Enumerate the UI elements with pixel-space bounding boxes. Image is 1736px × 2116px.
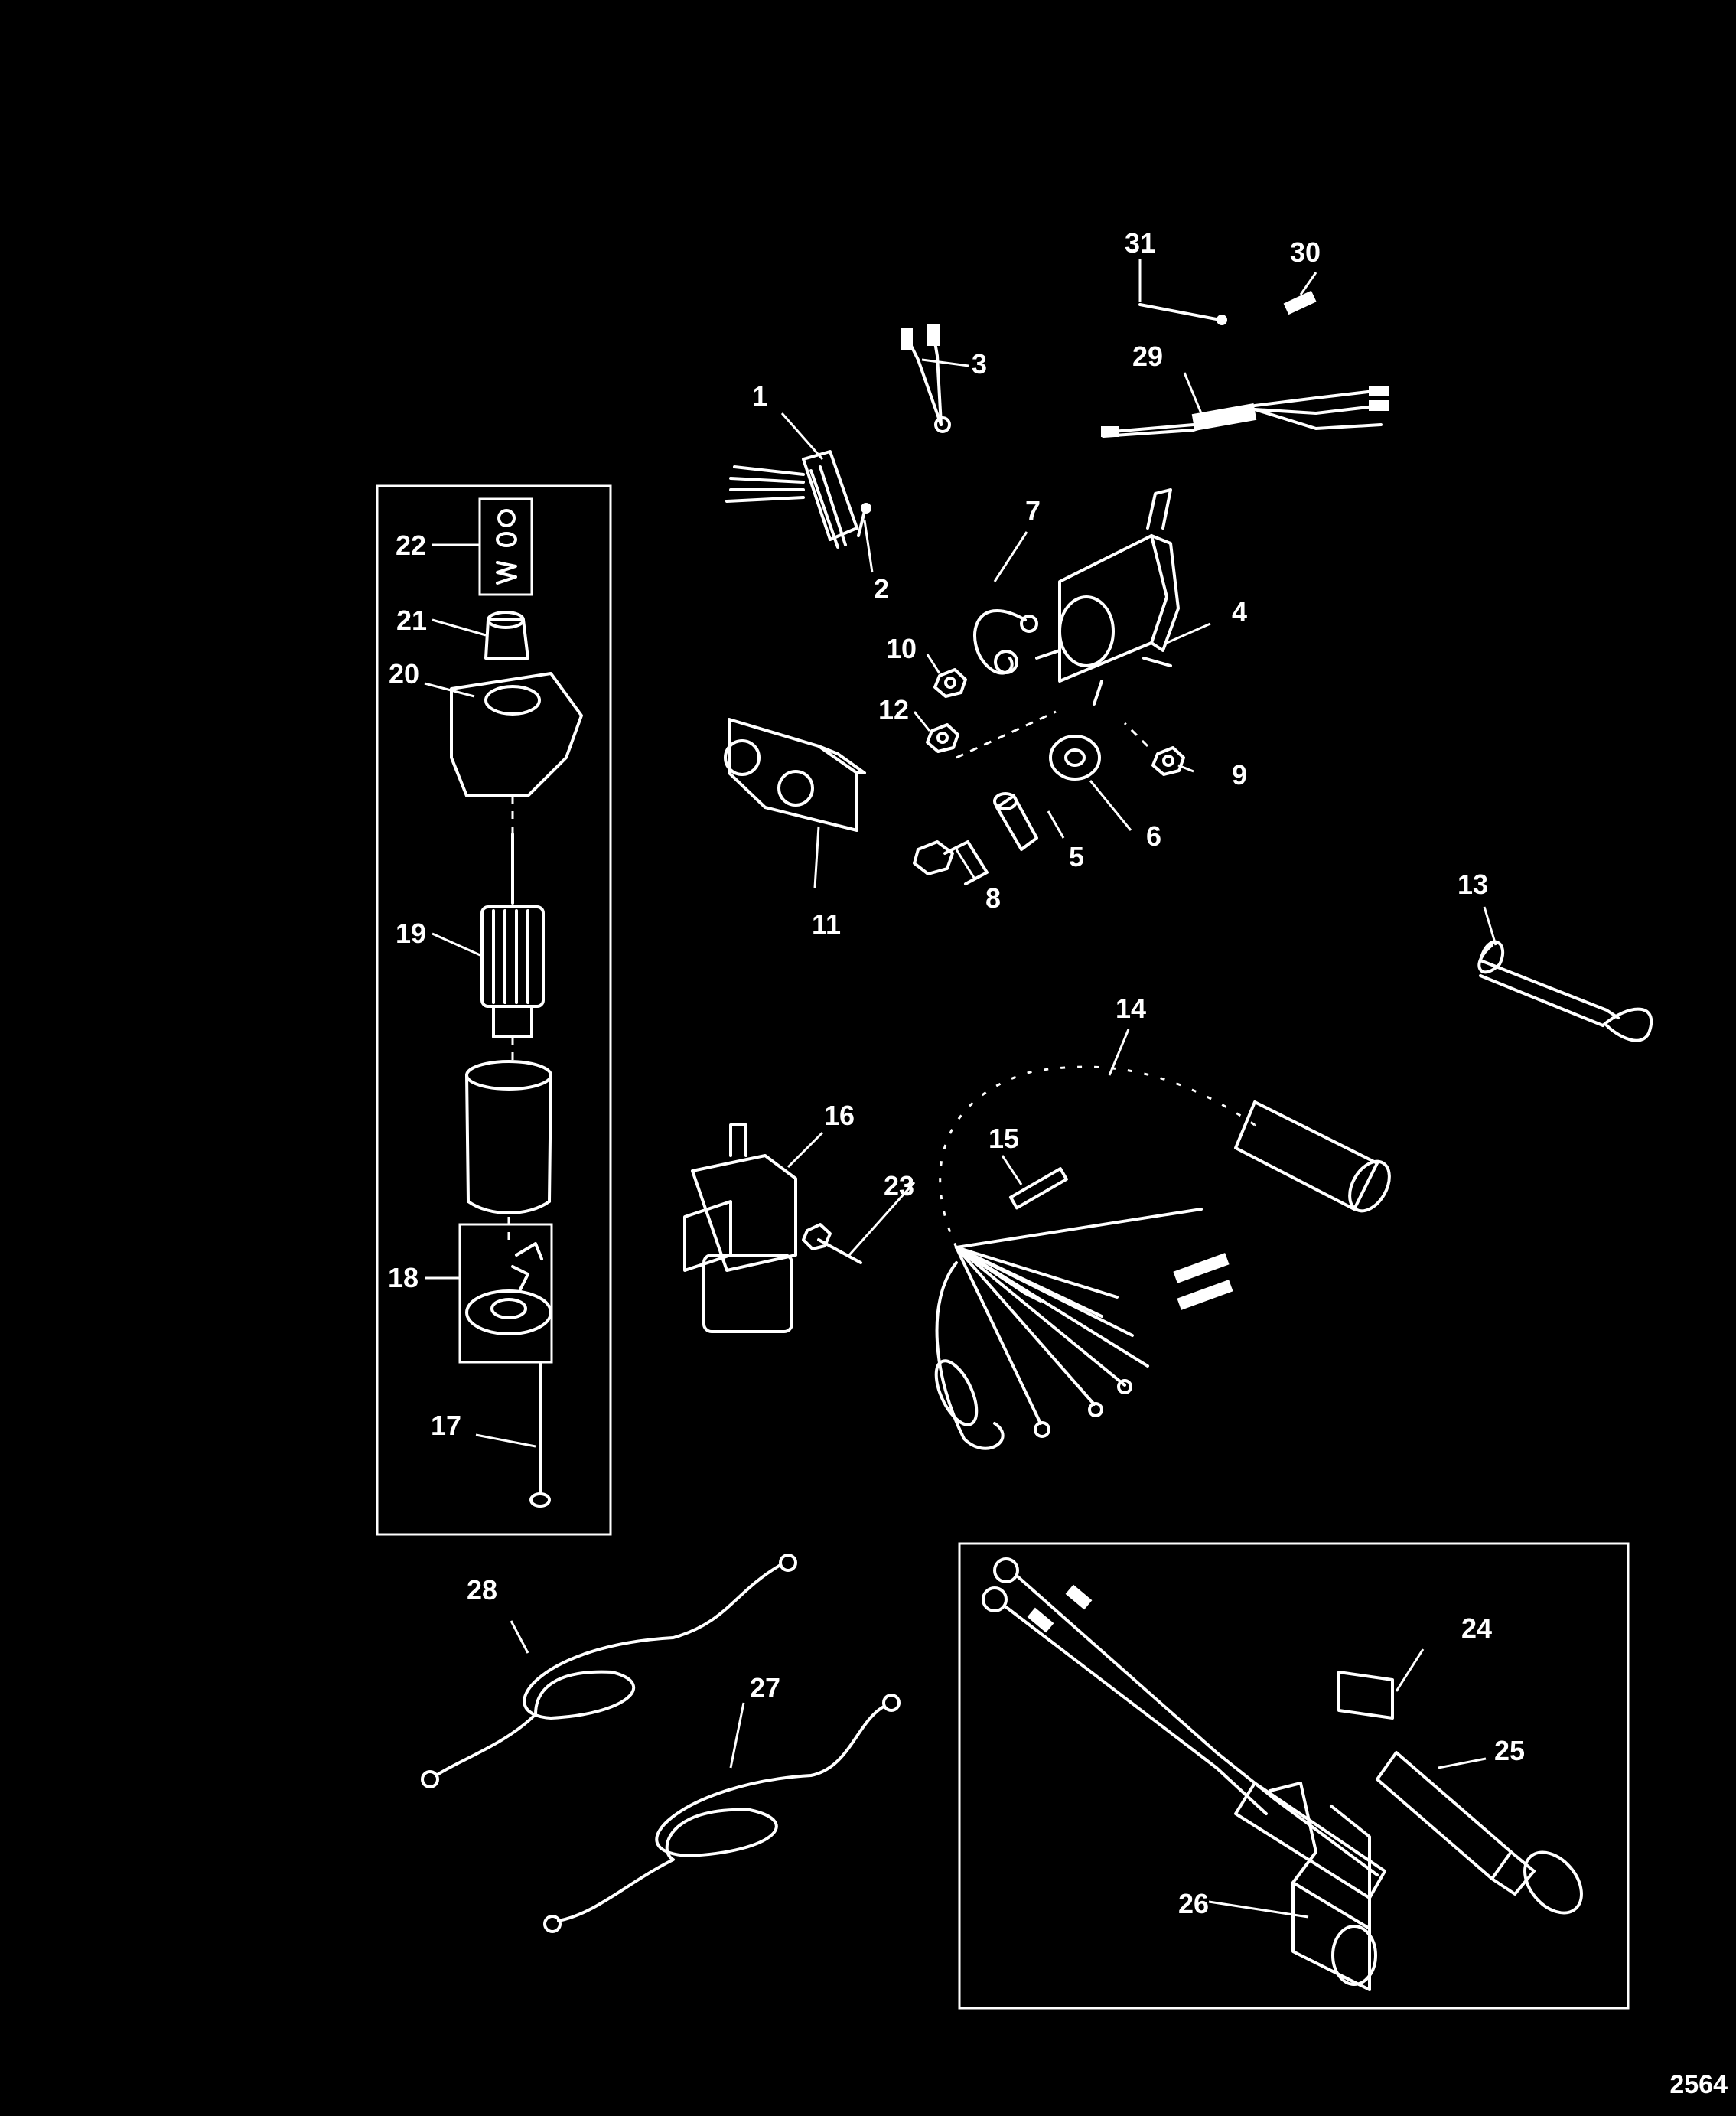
leader-lines: [424, 259, 1497, 1919]
part-28-cable: [421, 1554, 797, 1788]
callout-labels: 1 2 3 4 5 6 7 8 9 10 11 12 13 14 15 16 1…: [388, 227, 1525, 1919]
part-25-cable-end: [1234, 1751, 1583, 1915]
part-7-lead: [973, 608, 1038, 675]
callout-10: 10: [886, 633, 917, 664]
callout-7: 7: [1025, 495, 1041, 527]
part-1-rectifier: [725, 450, 858, 549]
callout-9: 9: [1232, 759, 1247, 791]
callout-1: 1: [752, 380, 767, 412]
callout-8: 8: [985, 882, 1001, 914]
callout-6: 6: [1146, 820, 1161, 852]
callout-3: 3: [972, 348, 987, 380]
callout-19: 19: [396, 918, 426, 949]
callout-16: 16: [824, 1100, 855, 1131]
part-4-solenoid: [994, 488, 1180, 706]
part-23-bolt: [802, 1223, 862, 1264]
group-22-frame: [478, 497, 533, 596]
starter-motor-frame: [376, 484, 612, 1536]
part-9-nut: [1151, 746, 1185, 776]
part-26-bracket: [1269, 1782, 1377, 1991]
callout-31: 31: [1125, 227, 1155, 259]
callout-29: 29: [1132, 341, 1163, 372]
part-17-through-bolt: [529, 1361, 551, 1508]
callout-22: 22: [396, 530, 426, 561]
figure-id: 2564: [1669, 2070, 1728, 2099]
part-8-bolt: [913, 840, 989, 885]
harness-kit-frame: [958, 1542, 1630, 2010]
part-11-bracket: [724, 718, 866, 832]
callout-15: 15: [989, 1123, 1019, 1154]
callout-11: 11: [812, 908, 841, 940]
group-18-frame: [458, 1223, 553, 1364]
part-12-nut: [926, 723, 959, 753]
callout-24: 24: [1461, 1612, 1492, 1644]
callout-4: 4: [1232, 596, 1247, 628]
part-24-plate: [1337, 1671, 1394, 1720]
callout-21: 21: [396, 605, 427, 636]
part-31-pin: [1138, 303, 1227, 325]
part-30-terminal: [1283, 290, 1317, 315]
part-21-drive: [484, 611, 529, 660]
callout-14: 14: [1116, 993, 1146, 1024]
callout-23: 23: [884, 1170, 914, 1201]
callout-27: 27: [750, 1672, 780, 1704]
callout-17: 17: [431, 1410, 461, 1441]
part-2-screw: [857, 503, 871, 537]
callout-25: 25: [1494, 1735, 1525, 1766]
callout-20: 20: [389, 658, 419, 690]
part-20-end-cap: [450, 672, 583, 834]
part-19-armature: [480, 833, 545, 1068]
callout-2: 2: [874, 573, 889, 605]
callout-13: 13: [1458, 869, 1488, 900]
callout-5: 5: [1069, 841, 1084, 872]
frame-housing: [465, 1060, 552, 1247]
part-29-lead: [1101, 386, 1389, 438]
part-18-brush-plate: [465, 1242, 552, 1335]
callout-12: 12: [878, 694, 909, 725]
part-16-motor: [683, 1123, 797, 1333]
part-10-nut: [933, 668, 967, 698]
part-5-sleeve: [993, 792, 1038, 851]
callout-30: 30: [1290, 236, 1321, 268]
part-27-cable: [543, 1694, 901, 1933]
part-15-fuse: [1008, 1167, 1068, 1210]
part-13-clip: [1477, 940, 1653, 1042]
callout-26: 26: [1178, 1888, 1209, 1919]
part-22-group: [496, 509, 517, 585]
part-3-lead: [901, 324, 951, 433]
callout-18: 18: [388, 1262, 419, 1293]
part-14-harness: [933, 1060, 1391, 1450]
part-6-grommet: [1049, 735, 1101, 781]
kit-cables: [982, 1557, 1379, 1876]
callout-28: 28: [467, 1574, 497, 1606]
